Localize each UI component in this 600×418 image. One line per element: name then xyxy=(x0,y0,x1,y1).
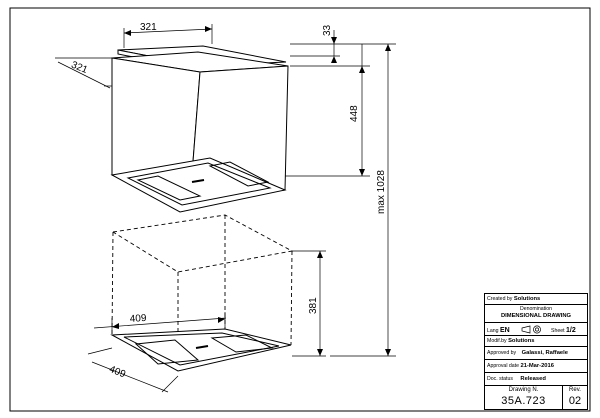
hood-light xyxy=(191,179,205,183)
tb-status-row: Doc. status Released xyxy=(485,373,587,386)
tb-denomination-value: DIMENSIONAL DRAWING xyxy=(500,313,572,319)
upper-hood xyxy=(110,45,289,213)
tb-modified-value: Solutions xyxy=(508,338,535,344)
dim-lower-height: 381 xyxy=(308,297,319,314)
tb-drawing-value: 35A.723 xyxy=(501,395,546,407)
tb-sheet-label: Sheet xyxy=(551,328,565,334)
tb-modified-label: Modif.by xyxy=(487,338,507,344)
lower-hood-edge-right xyxy=(290,250,293,346)
tb-lang-row: Lang EN Sheet 1/2 xyxy=(485,323,587,336)
hood-bottom-inner xyxy=(126,162,272,206)
tb-date-row: Approval date 21-Mar-2016 xyxy=(485,360,587,373)
tb-modified-row: Modif.by Solutions xyxy=(485,336,587,347)
dim-lower-width: 409 xyxy=(129,313,147,325)
lower-filter-slot-left xyxy=(134,339,200,365)
lower-hood-top xyxy=(112,214,294,273)
lower-bottom-inner xyxy=(123,332,280,366)
dim-lower-depth: 409 xyxy=(107,364,127,381)
tb-rev-value: 02 xyxy=(568,395,582,407)
lower-filter-slot-right xyxy=(210,334,274,353)
dim-total-height: max 1028 xyxy=(376,170,387,214)
tb-approved-row: Approved by Galassi, Raffaele xyxy=(485,347,587,360)
tb-approved-value: Galassi, Raffaele xyxy=(521,350,568,356)
tb-denomination-row: Denomination DIMENSIONAL DRAWING xyxy=(485,305,587,323)
hood-bottom-panel xyxy=(110,157,287,213)
filter-slot-right xyxy=(208,161,270,187)
tb-lang-value: EN xyxy=(500,327,510,334)
tb-date-label: Approval date xyxy=(487,363,520,369)
dim-top-depth: 321 xyxy=(69,60,89,77)
tb-rev-label: Rev. xyxy=(569,387,581,393)
dim-ceiling-plate: 33 xyxy=(322,24,333,36)
tb-created-label: Created by xyxy=(487,296,513,302)
tb-drawing-label: Drawing N. xyxy=(508,387,539,393)
dim-hood-height: 448 xyxy=(349,105,360,122)
tb-created-row: Created by Solutions xyxy=(485,294,587,305)
tb-approved-label: Approved by xyxy=(487,350,517,356)
tb-drawing-row: Drawing N. 35A.723 Rev. 02 xyxy=(485,386,587,409)
tb-date-value: 21-Mar-2016 xyxy=(520,363,554,369)
tb-created-value: Solutions xyxy=(513,296,541,302)
tb-status-value: Released xyxy=(520,376,546,382)
tb-sheet-value: 1/2 xyxy=(566,327,576,334)
dim-top-width: 321 xyxy=(140,22,157,33)
lower-hood-bottom xyxy=(110,328,292,372)
filter-slot-left xyxy=(136,175,202,201)
dimension-arrows xyxy=(112,26,391,356)
lower-hood-edge-left xyxy=(111,231,114,336)
tb-status-label: Doc. status xyxy=(487,376,513,382)
lower-bottom-panel xyxy=(110,328,292,372)
projection-symbol-icon xyxy=(521,325,541,334)
tb-denomination-label: Denomination xyxy=(519,306,552,312)
title-block: Created by Solutions Denomination DIMENS… xyxy=(484,293,588,410)
lower-light xyxy=(195,345,209,349)
sheet-border xyxy=(9,7,591,412)
tb-lang-label: Lang xyxy=(487,328,499,334)
